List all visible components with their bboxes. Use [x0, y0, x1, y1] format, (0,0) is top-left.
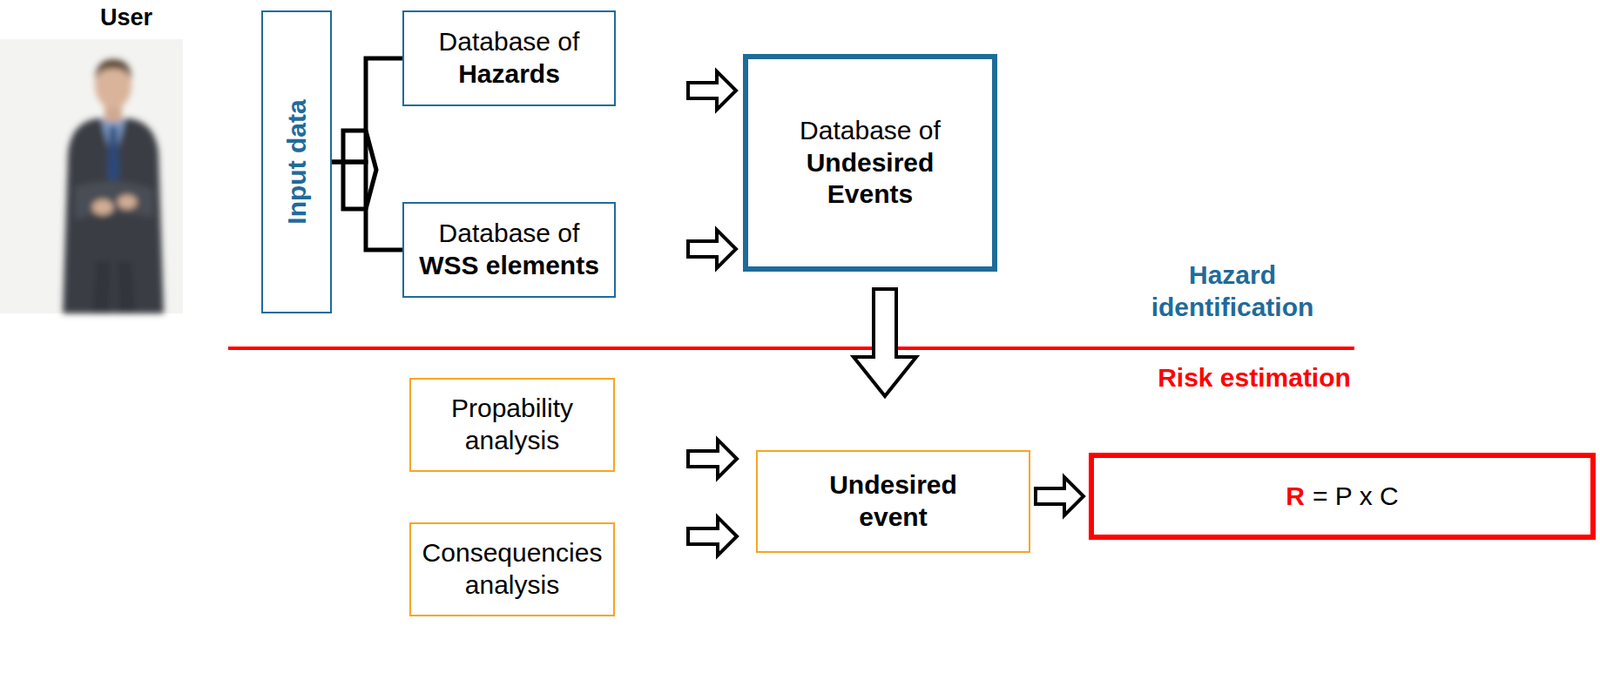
node-text: Undesired event	[806, 469, 981, 534]
node-text: Undesired Events	[783, 147, 958, 211]
block-arrow	[853, 289, 917, 397]
database-box: Database ofHazards	[402, 10, 616, 107]
user-illustration	[0, 39, 183, 314]
divider-line	[228, 346, 1355, 351]
analysis-box: Propability analysis	[409, 378, 615, 473]
section-label: Hazard identification	[1119, 259, 1346, 324]
actor-label: User	[74, 3, 179, 33]
input-box: Input data	[261, 10, 332, 314]
analysis-box: Consequencies analysis	[409, 522, 615, 617]
block-arrow	[688, 229, 736, 269]
node-text: = P x C	[1312, 480, 1399, 514]
node-text: Consequencies analysis	[420, 537, 604, 601]
node-text: Database of	[438, 217, 581, 250]
formula-row: R= P x C	[1285, 480, 1398, 514]
node-text: Database of	[799, 114, 941, 148]
block-arrow	[688, 439, 737, 479]
split-connector	[331, 162, 403, 250]
block-arrow	[1035, 477, 1084, 516]
split-connector	[331, 58, 403, 163]
risk-formula-box: R= P x C	[1088, 452, 1596, 541]
node-text: R	[1285, 480, 1305, 514]
node-text: Input data	[280, 99, 313, 224]
node-text: Database of	[438, 26, 581, 59]
block-arrow	[688, 71, 736, 110]
node-text: Hazards	[458, 58, 561, 91]
database-box: Database ofUndesired Events	[742, 54, 998, 272]
block-arrow	[688, 517, 737, 556]
node-text: WSS elements	[418, 249, 600, 283]
section-label: Risk estimation	[1132, 362, 1377, 395]
split-bracket	[343, 130, 377, 210]
event-box: Undesired event	[756, 450, 1031, 554]
database-box: Database ofWSS elements	[402, 202, 616, 298]
node-text: Propability analysis	[425, 392, 600, 457]
